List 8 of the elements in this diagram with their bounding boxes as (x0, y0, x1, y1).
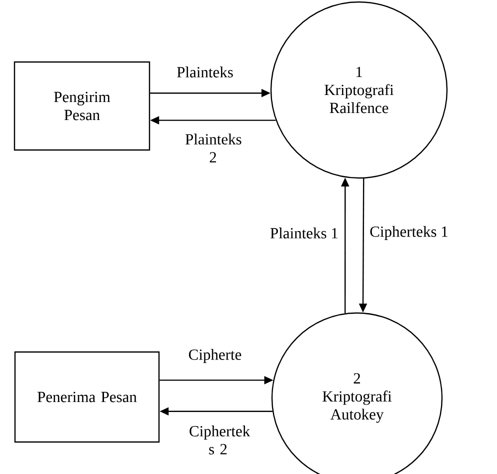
edge-label: Cipherte (188, 348, 242, 364)
entity-box: Penerima Pesan (14, 351, 160, 443)
entity-box: Pengirim Pesan (14, 61, 150, 151)
edge-label: Cipherteks 1 (370, 226, 448, 240)
edge-label: Plainteks 2 (185, 134, 242, 162)
edge-label: Plainteks (177, 66, 233, 78)
edge-label: Plainteks 1 (270, 228, 338, 238)
edge-label: Ciphertek s 2 (190, 426, 250, 454)
